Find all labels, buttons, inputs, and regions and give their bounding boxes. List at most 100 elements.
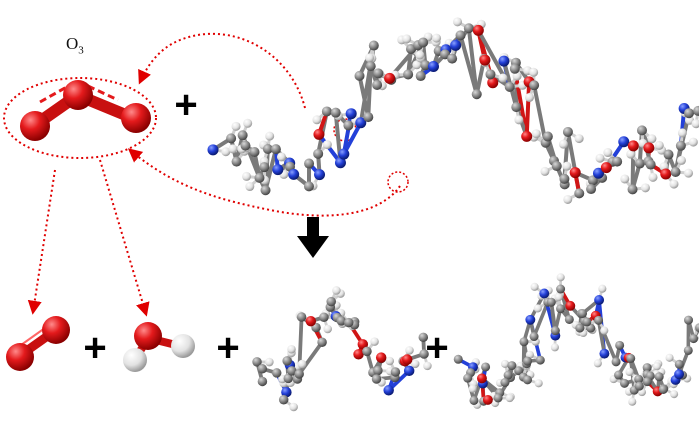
atom-H <box>559 140 568 149</box>
atom-N <box>404 366 414 376</box>
atom-H <box>323 325 332 334</box>
atom-C <box>693 106 699 116</box>
atom-C <box>226 133 236 143</box>
atom-C <box>543 132 553 142</box>
atom-C <box>628 184 638 194</box>
atom-C <box>637 125 647 135</box>
atom-H <box>575 134 584 143</box>
ozone-molecule <box>20 80 151 141</box>
atom-C <box>304 181 314 191</box>
atom-C <box>664 150 674 160</box>
atom-H <box>332 286 341 295</box>
atom-H <box>677 156 686 165</box>
atom-H <box>535 379 543 387</box>
atom-C <box>272 368 282 378</box>
atom-N <box>618 136 629 147</box>
atom-C <box>254 173 264 183</box>
atom-H <box>432 34 441 43</box>
atom-H <box>689 138 698 147</box>
atom-N <box>539 289 549 299</box>
atom-C <box>684 108 694 118</box>
atom-H <box>557 273 565 281</box>
atom-H <box>540 167 549 176</box>
atom-C <box>363 112 373 122</box>
atom-H <box>625 368 633 376</box>
dotted-arrow-to-water <box>100 160 146 314</box>
ozone-formula-label: O3 <box>66 34 84 56</box>
curved-arrow-top <box>140 34 305 108</box>
atom-C <box>510 64 520 74</box>
atom-N <box>599 349 609 359</box>
atom-O <box>477 373 487 383</box>
plus-sign-products-3: + <box>425 326 448 370</box>
atom-H <box>323 140 332 149</box>
atom-C <box>369 41 379 51</box>
atom-H <box>402 34 411 43</box>
atom-C <box>403 69 413 79</box>
plus-sign-products-2: + <box>216 326 239 370</box>
atom-C <box>563 127 573 137</box>
atom-C <box>655 372 664 381</box>
atom-C <box>454 355 463 364</box>
atom-C <box>259 162 269 172</box>
atom-C <box>494 393 503 402</box>
atom-C <box>372 374 382 384</box>
atom-C <box>317 338 327 348</box>
atom-C <box>578 309 587 318</box>
bond <box>527 82 529 137</box>
atom-N <box>314 169 325 180</box>
atom-H <box>370 337 379 346</box>
atom-O <box>628 140 639 151</box>
plus-sign-products-1: + <box>83 326 106 370</box>
atom-H <box>525 93 534 102</box>
atom-C <box>447 54 457 64</box>
atom-C <box>626 354 635 363</box>
atom-C <box>559 174 569 184</box>
plus-sign-reactants: + <box>174 83 197 127</box>
atom-H <box>603 148 612 157</box>
atom-C <box>472 89 482 99</box>
atom-H <box>498 74 507 83</box>
atom-C <box>505 82 515 92</box>
atom-O <box>570 167 581 178</box>
atom-O <box>353 349 363 359</box>
atom-O <box>483 395 493 405</box>
atom-C <box>615 341 624 350</box>
atom-C <box>582 317 591 326</box>
atom-C <box>319 312 329 322</box>
atom-C <box>689 334 698 343</box>
atom-C <box>529 80 539 90</box>
bond <box>299 342 322 374</box>
atom-H <box>232 122 241 131</box>
atom-H <box>298 360 307 369</box>
atom-C <box>556 304 565 313</box>
atom-H <box>648 173 657 182</box>
atom-C <box>258 364 268 374</box>
atom-C <box>684 346 693 355</box>
atom-C <box>232 157 242 167</box>
atom-H <box>532 129 541 138</box>
atom-C <box>552 161 562 171</box>
atom-H <box>365 53 374 62</box>
atom-C <box>343 120 353 130</box>
atom-H <box>653 362 661 370</box>
atom-C <box>373 68 383 78</box>
atom-C <box>304 159 314 169</box>
atom-H <box>598 285 606 293</box>
atom-C <box>574 188 584 198</box>
atom-N <box>498 56 509 67</box>
atom-O <box>521 131 532 142</box>
atom-H <box>405 346 414 355</box>
atom-N <box>383 385 393 395</box>
atom-C <box>279 395 289 405</box>
atom-C <box>635 382 644 391</box>
atom-H <box>594 359 602 367</box>
atom-H <box>469 385 477 393</box>
atom-H <box>534 304 542 312</box>
product-fragment-1-molecule <box>252 286 431 411</box>
dotted-arrow-to-o2 <box>33 170 55 312</box>
atom-C <box>675 360 684 369</box>
atom-C <box>556 285 565 294</box>
atom-H <box>555 293 563 301</box>
